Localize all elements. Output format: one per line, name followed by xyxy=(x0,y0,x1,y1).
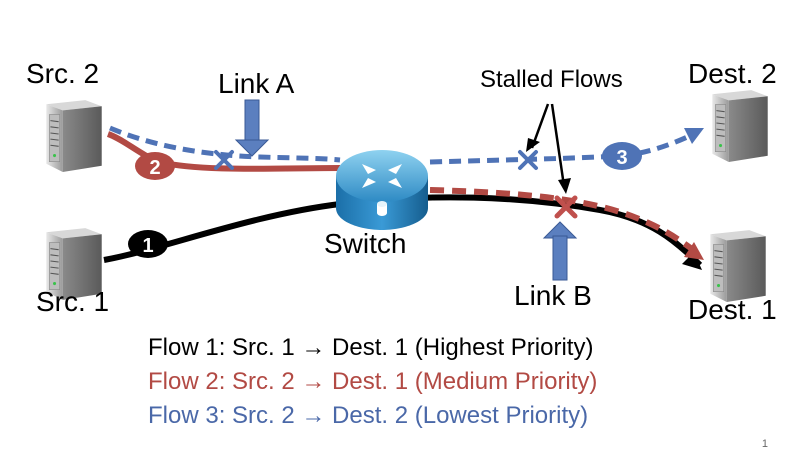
flow2-path-dashed xyxy=(429,187,702,258)
flow3-path-right xyxy=(429,130,698,165)
link-a-arrow xyxy=(234,99,270,157)
link-b-arrow xyxy=(542,221,578,281)
stalled-flows-label: Stalled Flows xyxy=(480,66,623,93)
flow1-arrowhead xyxy=(682,252,702,270)
src2-server-icon xyxy=(45,99,103,173)
dest2-server-icon xyxy=(711,89,769,163)
flow1-path xyxy=(103,194,703,268)
page-number: 1 xyxy=(761,438,768,450)
legend-flow1: Flow 1: Src. 1 → Dest. 1 (Highest Priori… xyxy=(148,334,594,361)
dest1-server-icon xyxy=(709,229,767,303)
stalled-callout-arrows xyxy=(526,103,571,194)
link-b-x-mark xyxy=(554,195,578,219)
svg-text:2: 2 xyxy=(149,157,160,179)
switch-label: Switch xyxy=(324,228,407,259)
svg-text:1: 1 xyxy=(142,235,153,257)
link-b-label: Link B xyxy=(514,280,592,311)
legend-flow2: Flow 2: Src. 2 → Dest. 1 (Medium Priorit… xyxy=(148,368,598,395)
flow1-badge: 1 xyxy=(128,230,168,258)
flow2-arrowhead xyxy=(684,242,704,260)
flow3-stall-x-mark xyxy=(518,150,538,170)
switch-icon xyxy=(336,150,428,230)
dest2-label: Dest. 2 xyxy=(688,58,777,89)
src1-label: Src. 1 xyxy=(36,286,110,317)
svg-text:3: 3 xyxy=(616,147,627,169)
dest1-label: Dest. 1 xyxy=(688,294,777,325)
flow3-badge: 3 xyxy=(602,142,642,170)
legend-flow3: Flow 3: Src. 2 → Dest. 2 (Lowest Priorit… xyxy=(148,402,589,429)
src2-label: Src. 2 xyxy=(26,58,100,89)
flow3-arrowhead xyxy=(684,128,704,144)
link-a-x-mark xyxy=(214,150,234,170)
flow2-path-solid xyxy=(106,131,341,172)
link-a-label: Link A xyxy=(218,68,295,99)
flow3-path-left xyxy=(109,125,341,163)
flow2-badge: 2 xyxy=(135,152,175,180)
